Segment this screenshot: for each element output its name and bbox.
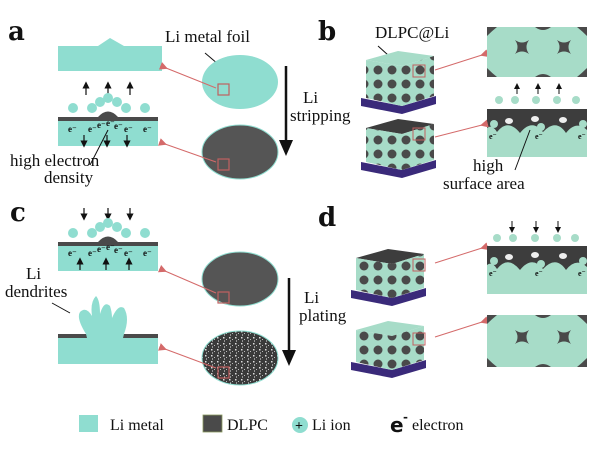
- plating-start-disk: [201, 251, 279, 307]
- li-foil-disk: [202, 55, 278, 109]
- zoom-pointer-d1: [434, 242, 489, 264]
- legend-swatch-li-metal: [79, 415, 98, 432]
- stripping-arrow: Li stripping: [279, 66, 351, 156]
- legend-label-electron: electron: [412, 417, 464, 434]
- legend: Li metal DLPC + Li ion e - electron: [79, 410, 464, 437]
- panel-d: d e⁻ e⁻ e⁻: [318, 203, 587, 378]
- density-label: density: [44, 168, 94, 187]
- svg-text:e⁻: e⁻: [97, 244, 106, 254]
- legend-swatch-dlpc: [202, 414, 223, 433]
- surface-pointer: [514, 129, 531, 171]
- svg-text:e⁻: e⁻: [489, 132, 497, 141]
- svg-text:e⁻: e⁻: [106, 118, 115, 128]
- svg-text:e⁻: e⁻: [88, 248, 97, 258]
- electrons-a: e⁻e⁻e⁻ e⁻e⁻e⁻e⁻: [68, 118, 152, 134]
- svg-text:e⁻: e⁻: [88, 124, 97, 134]
- stripped-li-block: [58, 38, 162, 71]
- high-electron-label: high electron: [10, 151, 100, 170]
- sei-layer-c: [58, 236, 158, 246]
- dendrites-label: dendrites: [5, 282, 67, 301]
- down-arrows-a: [80, 135, 131, 148]
- down-arrows-d: [509, 221, 561, 233]
- svg-text:e⁻: e⁻: [114, 121, 123, 131]
- panel-letter-d: d: [318, 203, 336, 233]
- stripping-label: stripping: [290, 106, 351, 125]
- legend-label-li-ion: Li ion: [312, 417, 351, 434]
- svg-text:e⁻: e⁻: [489, 269, 497, 278]
- svg-text:e⁻: e⁻: [535, 269, 543, 278]
- svg-text:e⁻: e⁻: [114, 245, 123, 255]
- stripping-label-li: Li: [303, 88, 318, 107]
- zoom-box-stripped: [217, 158, 230, 171]
- li-ions-d: [493, 234, 579, 242]
- sei-layer-a: [58, 111, 158, 121]
- zoom-pointer-c1: [157, 264, 217, 294]
- svg-text:e⁻: e⁻: [535, 132, 543, 141]
- up-arrows-c: [76, 257, 133, 270]
- dendrite-foil-disk: [201, 330, 279, 386]
- density-pointer: [89, 129, 109, 166]
- svg-text:e⁻: e⁻: [578, 132, 586, 141]
- zoom-pointer-c2: [157, 343, 217, 369]
- legend-electron-icon: e: [390, 413, 404, 437]
- down-arrows-c: [80, 208, 134, 221]
- dendrites-pointer: [51, 302, 71, 314]
- electrons-c: e⁻e⁻e⁻ e⁻e⁻e⁻e⁻: [68, 242, 152, 258]
- li-dendrites: [58, 296, 158, 364]
- li-ions-b: [495, 96, 580, 104]
- zoom-pointer-b2: [434, 119, 489, 138]
- zoom-pointer-stripped: [158, 138, 217, 163]
- plating-label: plating: [299, 306, 347, 325]
- zoom-box-c1: [217, 291, 230, 304]
- li-ions-c: [68, 218, 150, 238]
- dlpc-li-cube: [361, 51, 436, 114]
- svg-text:e⁻: e⁻: [143, 248, 152, 258]
- zoom-box-c2: [217, 366, 230, 379]
- li-ions-a: [68, 93, 150, 113]
- legend-li-ion-icon: [292, 417, 308, 433]
- up-arrows-b: [514, 83, 562, 94]
- panel-c: c e⁻e⁻e⁻ e⁻e⁻e⁻e⁻ Li dendrites: [5, 198, 279, 386]
- dlpc-li-label: DLPC@Li: [375, 23, 449, 42]
- dlpc-stripped-cube: [361, 119, 436, 178]
- zoom-box-foil: [217, 83, 230, 96]
- high-label: high: [473, 156, 504, 175]
- li-metal-foil-label: Li metal foil: [165, 27, 250, 46]
- svg-text:e⁻: e⁻: [68, 124, 77, 134]
- dlpc-pointer: [377, 45, 389, 56]
- legend-ion-plus: +: [295, 419, 303, 434]
- svg-text:e⁻: e⁻: [143, 124, 152, 134]
- plating-label-li: Li: [304, 288, 319, 307]
- dlpc-empty-cube: [351, 249, 426, 306]
- dendrites-li-label: Li: [26, 264, 41, 283]
- svg-text:e⁻: e⁻: [578, 269, 586, 278]
- panel-letter-a: a: [8, 17, 25, 47]
- dlpc-plating-zoom: e⁻ e⁻ e⁻: [487, 246, 587, 294]
- dlpc-filled-zoom: [487, 315, 587, 367]
- dlpc-stripped-zoom: e⁻ e⁻ e⁻: [487, 109, 587, 157]
- panel-b: b DLPC@Li: [318, 17, 587, 193]
- svg-text:e⁻: e⁻: [97, 120, 106, 130]
- legend-electron-minus: -: [403, 410, 408, 424]
- dlpc-li-zoom: [487, 27, 587, 77]
- plating-arrow: Li plating: [282, 278, 347, 366]
- zoom-pointer-b1: [434, 49, 489, 71]
- zoom-pointer-foil: [158, 62, 217, 89]
- svg-text:e⁻: e⁻: [106, 242, 115, 252]
- panel-a: a e⁻e⁻e⁻ e⁻e⁻e⁻e⁻ high electron density: [8, 17, 279, 187]
- stripped-foil-disk: [201, 124, 279, 180]
- legend-label-dlpc: DLPC: [227, 417, 268, 434]
- svg-text:e⁻: e⁻: [124, 248, 133, 258]
- panel-letter-c: c: [10, 198, 26, 228]
- panel-letter-b: b: [318, 17, 336, 47]
- svg-text:e⁻: e⁻: [124, 124, 133, 134]
- zoom-pointer-d2: [434, 316, 489, 338]
- surface-area-label: surface area: [443, 174, 525, 193]
- legend-label-li-metal: Li metal: [110, 417, 164, 434]
- svg-text:e⁻: e⁻: [68, 248, 77, 258]
- dlpc-filled-cube: [351, 321, 426, 378]
